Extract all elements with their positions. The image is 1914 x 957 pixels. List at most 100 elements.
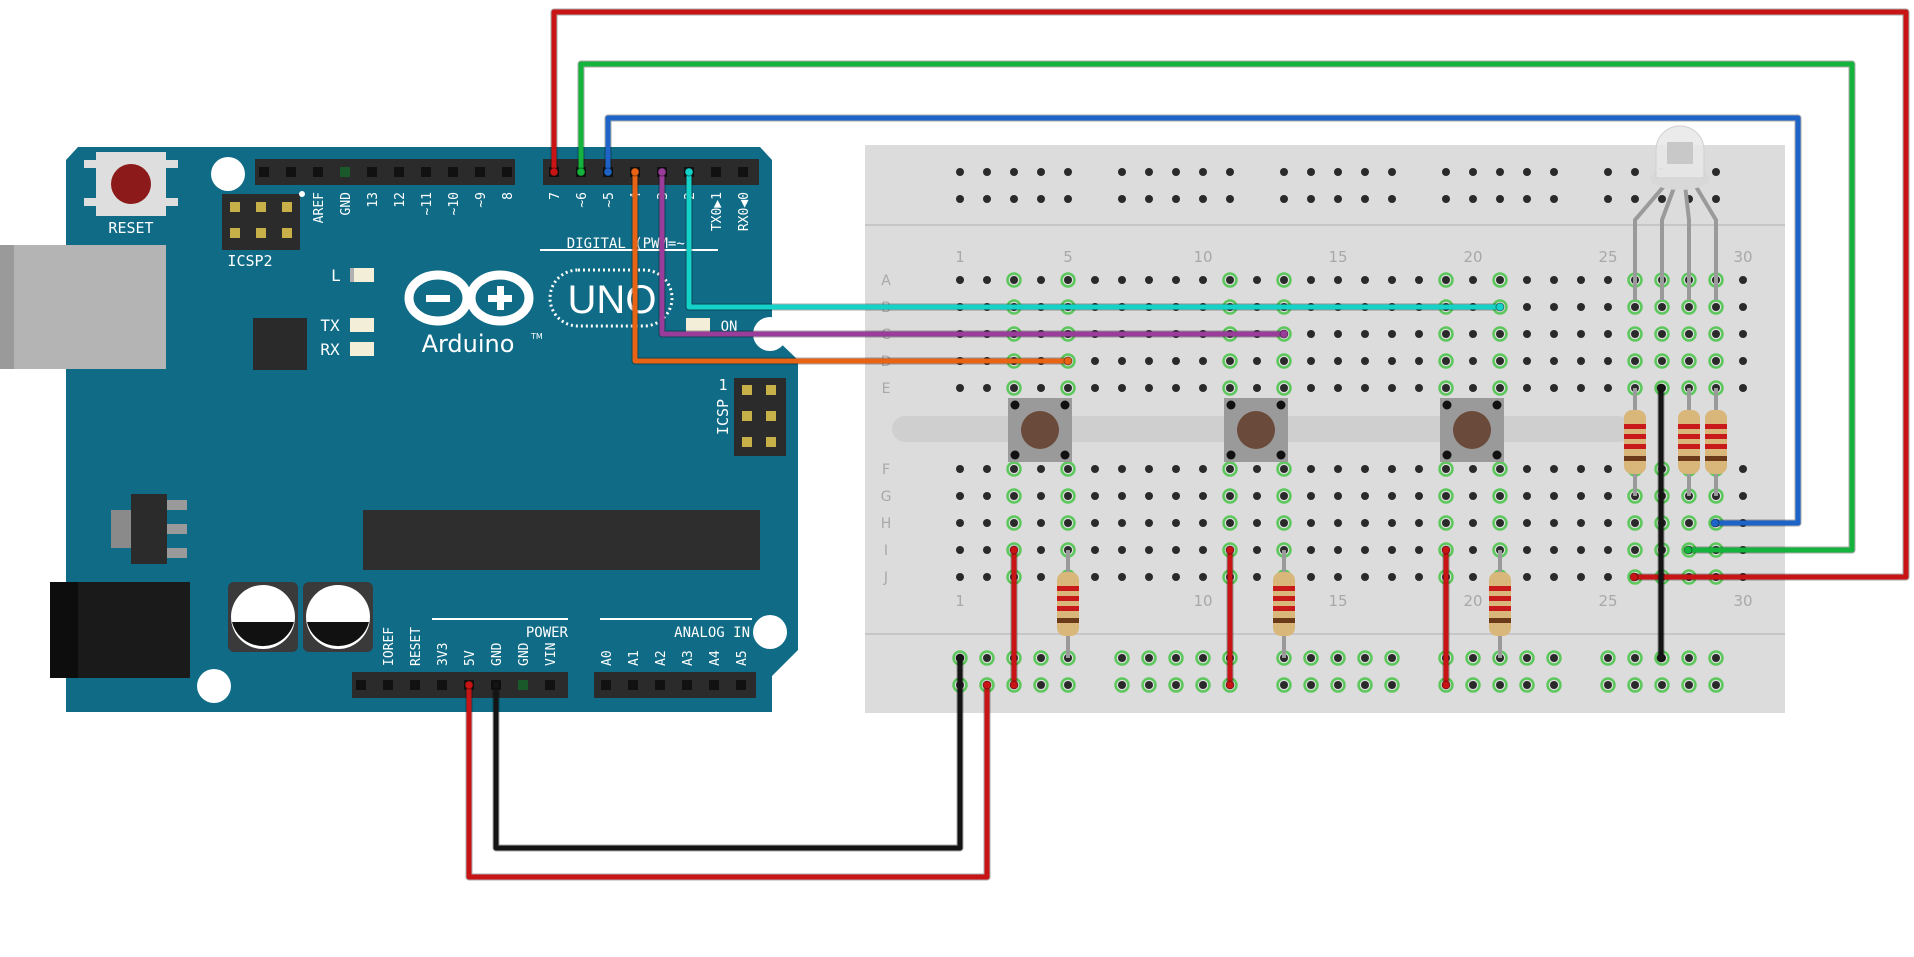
breadboard-hole (1118, 384, 1126, 392)
breadboard-hole (1604, 465, 1612, 473)
icsp2-header (222, 194, 300, 250)
power-rail-hole-active (1546, 677, 1562, 693)
column-number: 30 (1733, 592, 1752, 610)
power-rail-hole (1280, 681, 1288, 689)
power-rail-hole (1280, 168, 1288, 176)
breadboard-hole (983, 465, 991, 473)
breadboard-hole (1172, 573, 1180, 581)
power-rail-hole (1307, 195, 1315, 203)
breadboard-hole (1037, 519, 1045, 527)
breadboard-hole-active (1060, 272, 1076, 288)
icsp-pin1-number: 1 (718, 376, 727, 394)
breadboard-hole (983, 573, 991, 581)
analog-header (594, 672, 756, 698)
breadboard-hole (1469, 492, 1477, 500)
analog-pin-label: A2 (654, 650, 669, 666)
power-pin-label: 3V3 (436, 643, 451, 666)
power-rail-hole (1334, 681, 1342, 689)
breadboard-hole (1064, 465, 1072, 473)
reset-button-leg (84, 198, 96, 206)
led-lead (1660, 184, 1677, 300)
led-rx (350, 342, 374, 356)
resistor-band (1057, 606, 1079, 611)
breadboard-hole-active (1222, 353, 1238, 369)
resistor-band (1705, 424, 1727, 429)
power-rail-hole-active (1141, 677, 1157, 693)
breadboard-hole (1685, 357, 1693, 365)
breadboard-hole (1631, 330, 1639, 338)
power-rail-hole (1604, 195, 1612, 203)
power-rail-hole-active (1627, 650, 1643, 666)
power-rail-hole (1631, 681, 1639, 689)
digital-pin-label: 7 (548, 192, 563, 200)
breadboard-hole (1577, 357, 1585, 365)
breadboard-hole (1118, 492, 1126, 500)
resistor-body (1273, 572, 1295, 636)
power-rail-hole-active (1519, 677, 1535, 693)
wire-black-gnd-end (491, 680, 501, 690)
breadboard-hole (956, 384, 964, 392)
push-button-2[interactable] (1224, 398, 1288, 462)
power-rail-hole (1226, 195, 1234, 203)
breadboard-hole (1253, 465, 1261, 473)
push-button-1[interactable] (1008, 398, 1072, 462)
breadboard-hole (1253, 276, 1261, 284)
column-number: 5 (1063, 248, 1073, 266)
wire-green-pin6-end (576, 167, 586, 177)
breadboard-hole (1739, 330, 1747, 338)
breadboard-hole (1523, 303, 1531, 311)
breadboard-hole (1307, 573, 1315, 581)
power-rail-hole (956, 195, 964, 203)
power-rail-hole-active (1519, 650, 1535, 666)
breadboard-hole (1253, 492, 1261, 500)
power-rail-hole (1145, 654, 1153, 662)
breadboard-hole (1037, 492, 1045, 500)
power-rail-hole-active (1384, 650, 1400, 666)
breadboard-hole (1523, 276, 1531, 284)
digital-pin-label: ~11 (420, 192, 435, 215)
button-cap (1453, 411, 1491, 449)
wire-red-pin7 (551, 9, 1909, 580)
breadboard-hole (1145, 546, 1153, 554)
breadboard-hole-active (1681, 299, 1697, 315)
power-rail-hole (1712, 168, 1720, 176)
breadboard-hole (1199, 465, 1207, 473)
breadboard-hole (1010, 519, 1018, 527)
breadboard-hole (1523, 519, 1531, 527)
power-rail-hole (1199, 681, 1207, 689)
breadboard-hole (1064, 276, 1072, 284)
digital-pin-label: GND (339, 192, 354, 216)
breadboard-hole (1739, 492, 1747, 500)
push-button-3[interactable] (1440, 398, 1504, 462)
power-rail-hole (983, 654, 991, 662)
wire-orange-pin4-end (630, 167, 640, 177)
breadboard-hole (1442, 492, 1450, 500)
power-rail-hole (1523, 168, 1531, 176)
breadboard-hole (1307, 330, 1315, 338)
mounting-hole (753, 615, 787, 649)
resistor-band (1273, 618, 1295, 623)
led-resistor-2 (1678, 388, 1700, 496)
breadboard-hole (1037, 276, 1045, 284)
row-label: F (882, 462, 890, 478)
power-rail-hole (1118, 195, 1126, 203)
reset-button[interactable] (111, 164, 151, 204)
power-rail-hole (1118, 654, 1126, 662)
breadboard-hole-active (1222, 380, 1238, 396)
reset-button-leg (166, 198, 178, 206)
breadboard-hole-active (1627, 542, 1643, 558)
resistor-body (1705, 410, 1727, 474)
breadboard-hole-active (1276, 380, 1292, 396)
power-rail-hole-active (1384, 677, 1400, 693)
power-rail-hole-active (1465, 650, 1481, 666)
power-rail-hole (1226, 168, 1234, 176)
resistor-band (1678, 444, 1700, 449)
wire-black-led-gnd-end (1656, 383, 1666, 393)
power-rail-hole (1658, 195, 1666, 203)
breadboard-hole-active (1060, 488, 1076, 504)
reset-button-leg (166, 160, 178, 168)
power-rail-hole (1064, 168, 1072, 176)
power-rail-hole (1037, 654, 1045, 662)
